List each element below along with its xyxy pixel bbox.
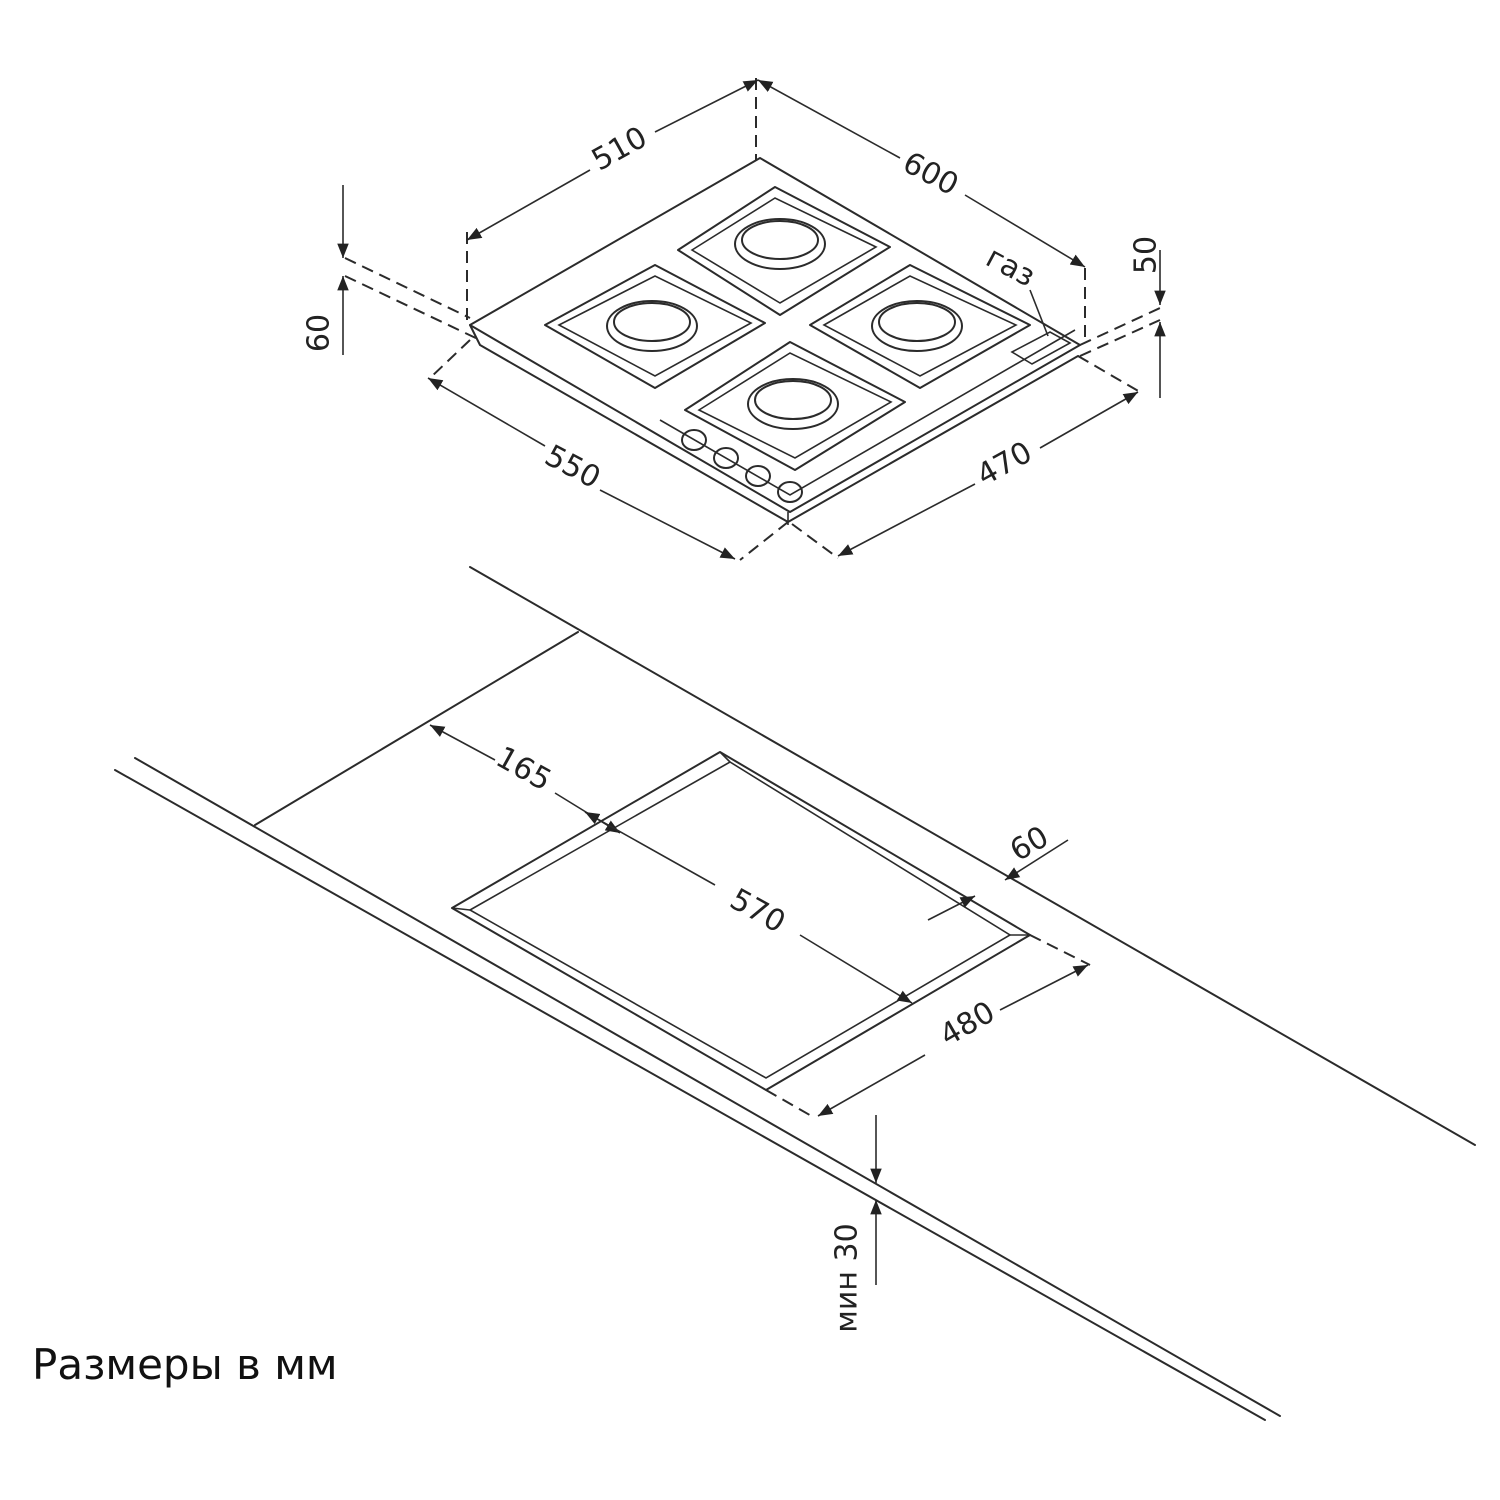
dim-cutout-width: 480 — [934, 995, 1001, 1054]
dim-offset-front: 165 — [490, 740, 557, 798]
dim-width: 510 — [586, 120, 653, 178]
dim-front: 550 — [539, 438, 606, 496]
dim-line-510 — [466, 169, 591, 241]
gas-label: газ — [980, 240, 1041, 294]
countertop-back-edge — [469, 566, 1476, 1146]
hob-front-edge — [469, 324, 1079, 523]
dim-line-60-back — [1004, 839, 1069, 881]
countertop-bottom-edge — [114, 769, 1266, 1421]
burner-right — [809, 264, 1031, 389]
hob-drawing: 510 600 60 газ 50 550 470 — [302, 78, 1166, 561]
control-knobs — [681, 429, 803, 503]
dim-line-570 — [584, 811, 716, 886]
dim-min-below: мин 30 — [830, 1223, 865, 1332]
dim-line-165 — [429, 724, 496, 761]
countertop-drawing: 165 570 60 480 мин 30 — [114, 566, 1476, 1421]
burner-back — [677, 186, 891, 316]
dim-depth: 600 — [897, 145, 964, 203]
dim-gas-height: 50 — [1129, 236, 1164, 274]
burner-left — [544, 264, 766, 389]
countertop-left-edge — [254, 631, 579, 826]
dim-side: 470 — [971, 435, 1038, 493]
gas-connector — [1010, 331, 1072, 365]
dim-line-600 — [757, 79, 901, 159]
countertop-front-edge — [134, 757, 1281, 1417]
dim-height: 60 — [302, 314, 337, 352]
dim-line-470 — [837, 483, 976, 557]
dim-line-550 — [427, 377, 546, 447]
dim-back-clearance: 60 — [1004, 819, 1055, 868]
dim-cutout-length: 570 — [724, 882, 791, 940]
dim-line-480 — [817, 1054, 926, 1117]
burner-front — [684, 341, 906, 471]
units-caption: Размеры в мм — [32, 1340, 338, 1389]
